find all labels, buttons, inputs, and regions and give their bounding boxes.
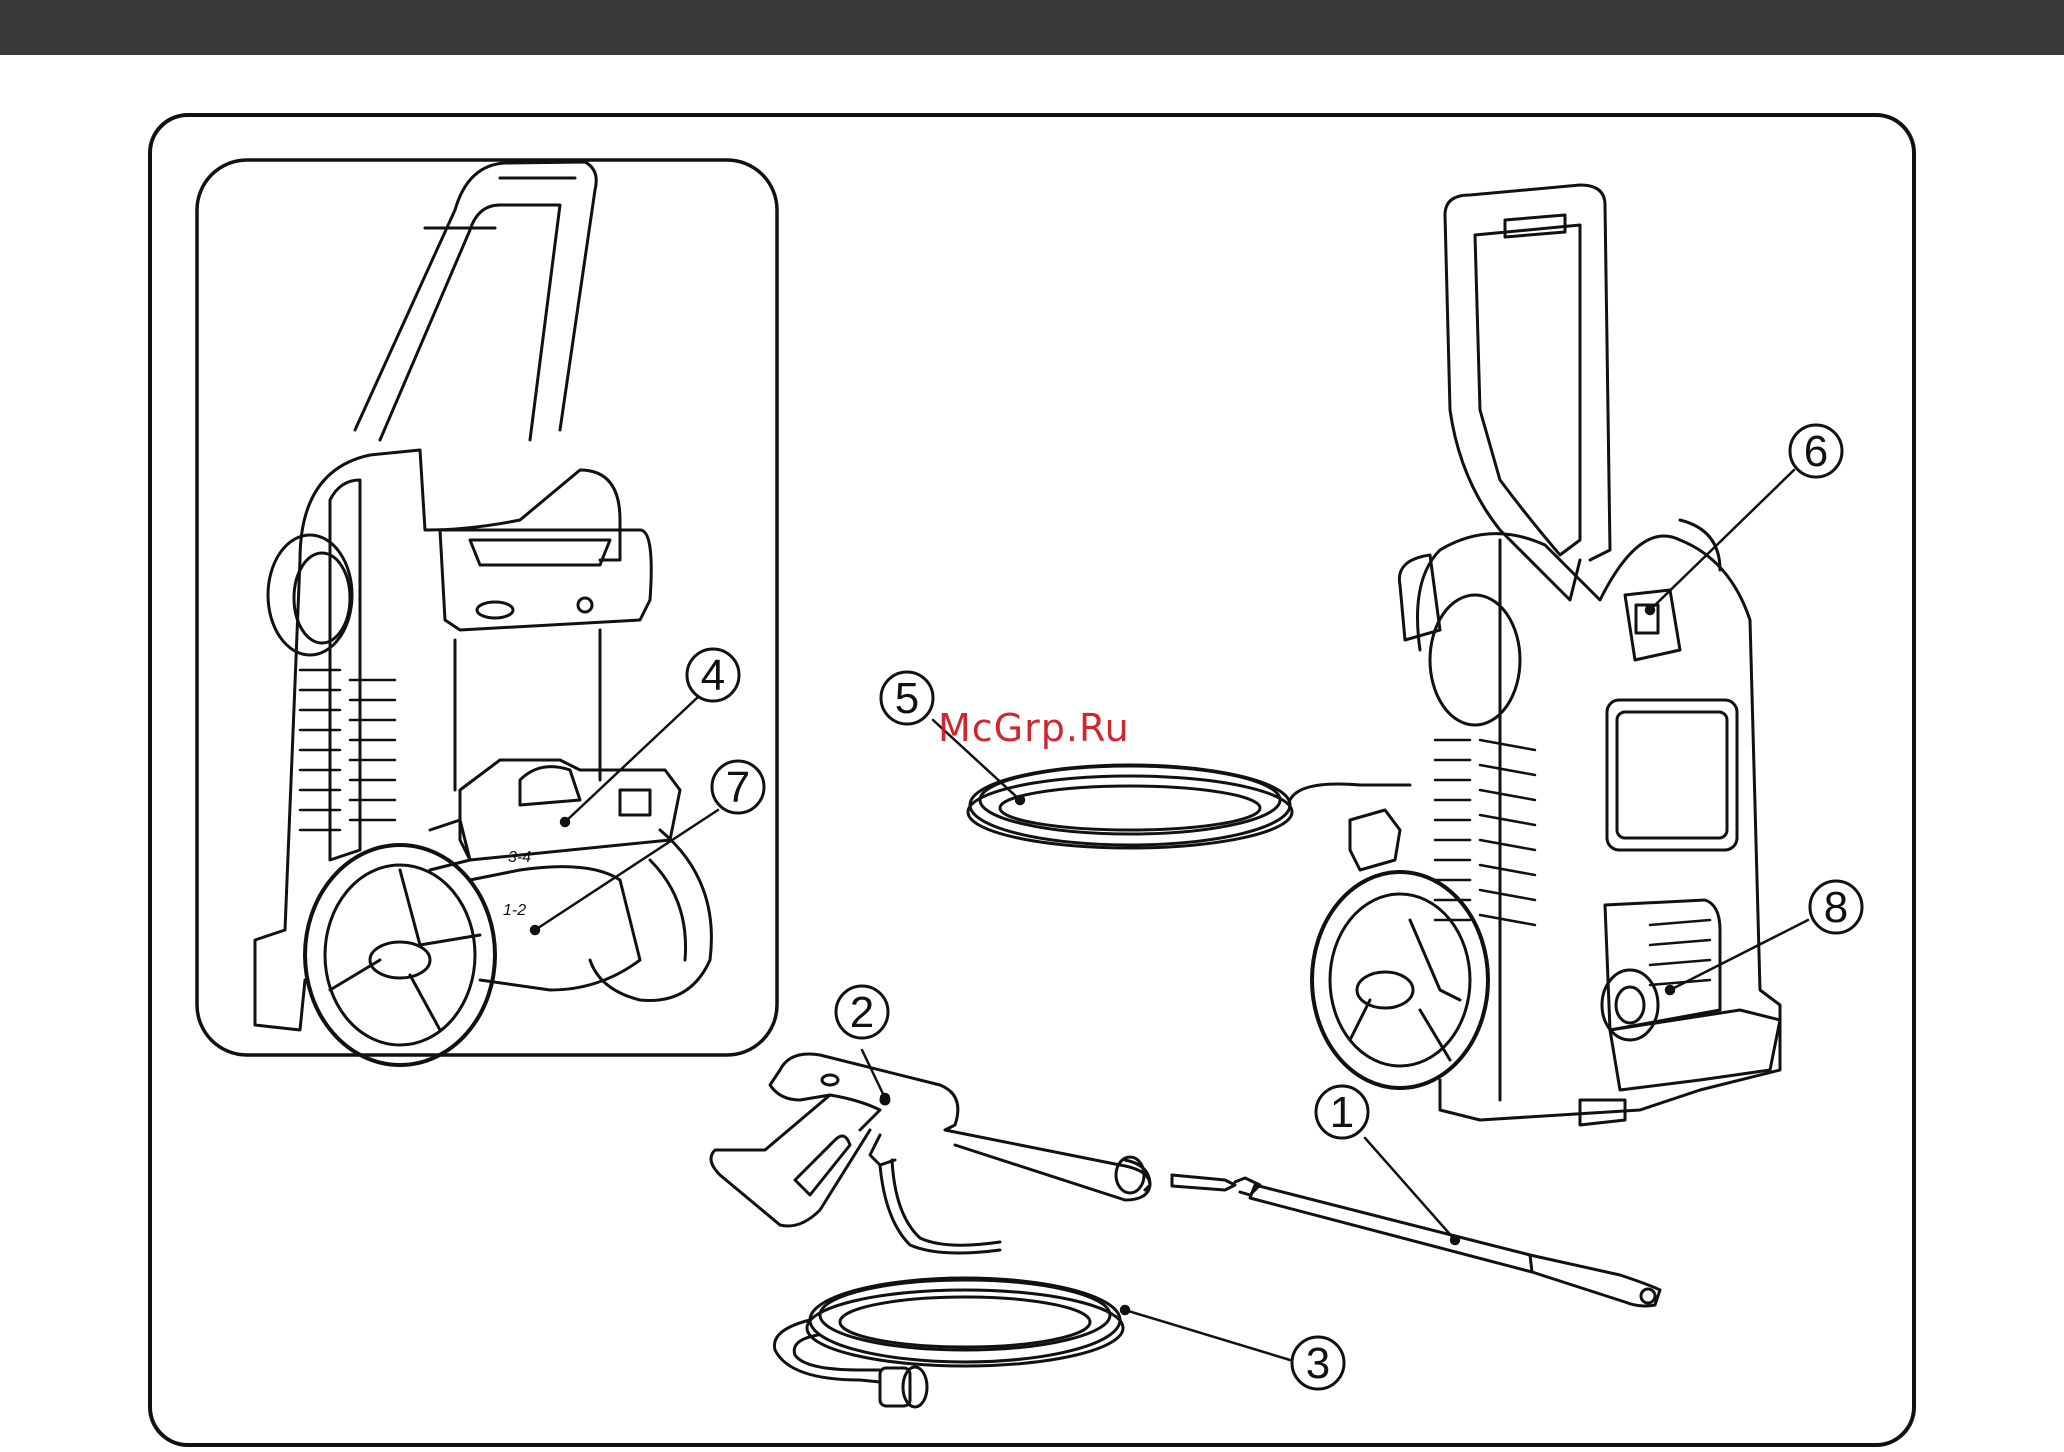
callout-leaders bbox=[531, 470, 1808, 1360]
callout-number-1: 1 bbox=[1330, 1088, 1354, 1137]
callout-circles bbox=[687, 425, 1862, 1389]
callout-number-8: 8 bbox=[1824, 883, 1848, 932]
callout-number-7: 7 bbox=[726, 763, 750, 812]
callout-number-4: 4 bbox=[701, 651, 725, 700]
hose-coil-5 bbox=[968, 765, 1410, 848]
inset-label-1-2: 1-2 bbox=[503, 902, 526, 919]
spray-gun-2 bbox=[711, 1054, 1150, 1226]
outer-frame bbox=[150, 115, 1914, 1445]
callout-number-6: 6 bbox=[1804, 427, 1828, 476]
washer-front-view bbox=[1312, 185, 1780, 1125]
callout-number-5: 5 bbox=[895, 674, 919, 723]
washer-rear-view bbox=[255, 162, 711, 1065]
watermark-text: McGrp.Ru bbox=[938, 706, 1130, 750]
callout-number-2: 2 bbox=[850, 988, 874, 1037]
inset-label-3-4: 3-4 bbox=[508, 849, 531, 866]
callout-number-3: 3 bbox=[1306, 1339, 1330, 1388]
